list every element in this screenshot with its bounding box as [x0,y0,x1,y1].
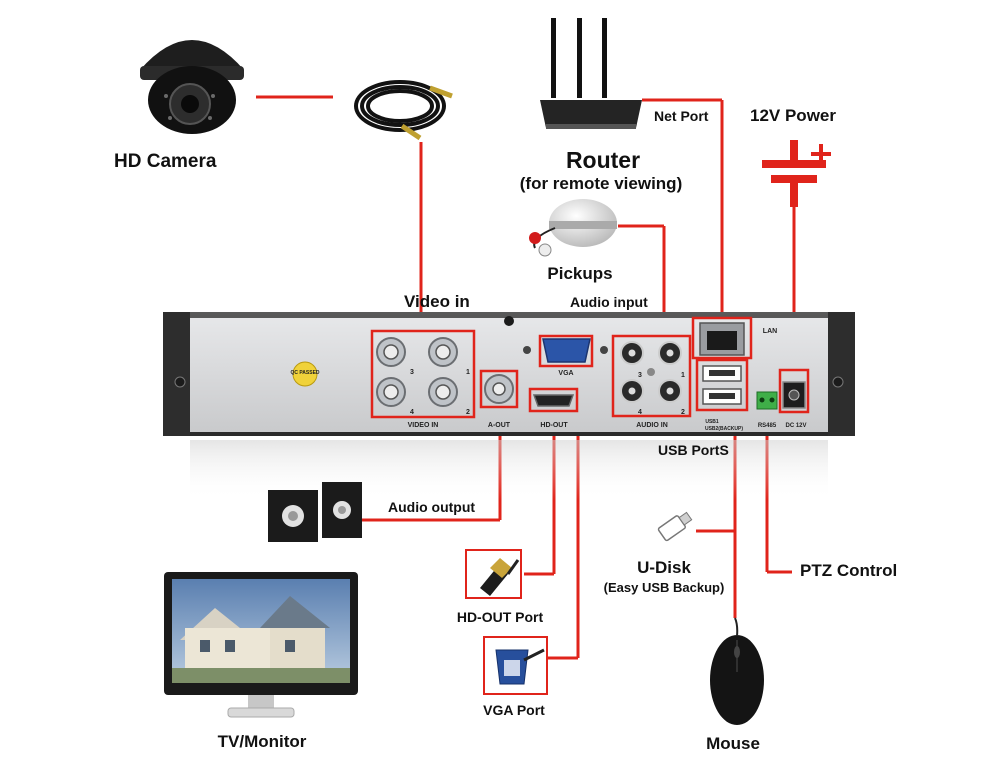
dc-panel-label: DC 12V [785,423,806,429]
udisk-sub-label: (Easy USB Backup) [603,580,725,595]
lan-connector[interactable] [691,316,753,360]
audio-output-label: Audio output [388,499,476,515]
svg-text:2: 2 [681,409,685,416]
hd-out-port-label: HD-OUT Port [456,609,544,625]
usb-drive-icon [657,511,693,542]
monitor-icon [164,572,358,718]
router-sub-label: (for remote viewing) [519,174,683,193]
mount-screw-left [174,376,186,388]
vga-port-label: VGA Port [483,702,545,718]
svg-text:1: 1 [466,369,470,376]
vga-plug-icon [483,636,548,695]
tv-monitor-label: TV/Monitor [217,732,307,751]
hd-camera-label: HD Camera [114,151,217,172]
hd-out-panel-label: HD-OUT [540,422,568,429]
usb1-panel-label: USB1 [705,419,719,425]
audio-in-connectors[interactable] [611,334,692,418]
svg-text:4: 4 [638,409,642,416]
cable-coil-icon [354,80,453,141]
vga-connector[interactable] [523,334,608,368]
svg-text:2: 2 [466,409,470,416]
audio-input-label: Audio input [570,294,648,310]
svg-text:4: 4 [410,409,414,416]
ptz-control-label: PTZ Control [800,561,898,580]
mouse-icon [710,617,764,725]
rs485-panel-label: RS485 [758,423,777,429]
udisk-label: U-Disk [637,558,691,577]
hdmi-plug-icon [465,549,522,599]
router-label: Router [565,147,641,173]
video-in-panel-label: VIDEO IN [408,422,439,429]
hd-out-connector[interactable] [528,387,579,413]
net-port-label: Net Port [654,108,709,124]
svg-text:3: 3 [410,369,414,376]
usb-connectors[interactable] [695,358,749,412]
power-symbol-icon [762,140,831,207]
a-out-connector[interactable] [479,369,519,409]
router-icon [540,18,642,129]
audio-in-panel-label: AUDIO IN [636,422,668,429]
pickups-label: Pickups [547,264,613,283]
mouse-label: Mouse [706,734,760,753]
lan-panel-label: LAN [763,328,777,335]
svg-text:1: 1 [681,372,685,379]
video-in-connectors[interactable] [370,329,476,419]
mount-screw-right [832,376,844,388]
speakers-icon [268,482,362,542]
dome-camera-icon [140,40,244,134]
vga-panel-label: VGA [558,370,573,377]
usb2-panel-label: USB2(BACKUP) [705,426,743,432]
dvr-back-panel: QC PASSED 3 1 4 2 VIDEO IN A-OUT [163,312,855,500]
qc-text: QC PASSED [290,370,319,376]
rs485-connector[interactable] [756,391,778,410]
svg-text:3: 3 [638,372,642,379]
usb-ports-label: USB PortS [658,442,729,458]
microphone-pickup-icon [529,199,617,257]
dc-power-connector[interactable] [778,368,810,414]
qc-sticker [292,361,318,387]
video-in-label: Video in [404,292,470,311]
power-label: 12V Power [750,106,836,125]
a-out-panel-label: A-OUT [488,422,511,429]
